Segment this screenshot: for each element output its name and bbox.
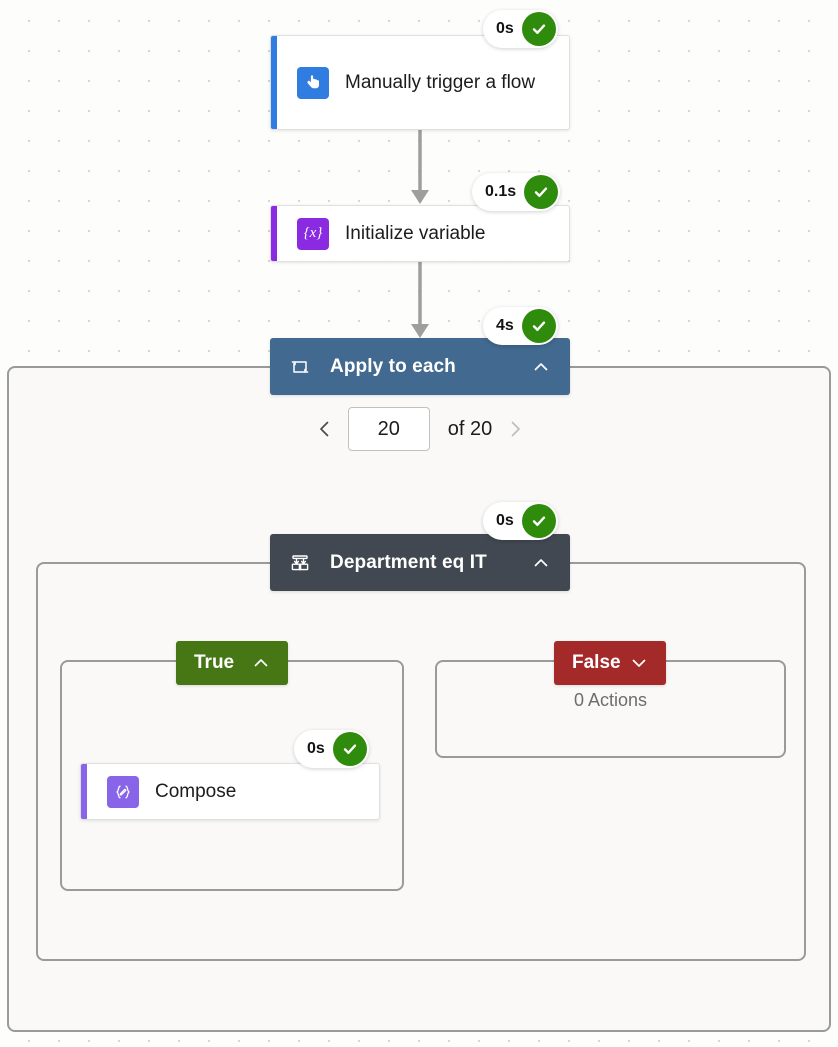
card-accent-bar (81, 764, 87, 819)
branch-label: True (194, 652, 235, 673)
branch-label: False (572, 652, 621, 673)
iteration-pager: 20 of 20 (300, 405, 540, 453)
hand-pointer-icon (297, 66, 329, 99)
chevron-up-icon[interactable] (530, 552, 552, 574)
duration-label: 0s (496, 512, 514, 529)
chevron-up-icon[interactable] (530, 356, 552, 378)
check-icon (521, 12, 556, 46)
status-badge: 0.1s (472, 173, 561, 211)
duration-label: 0s (496, 20, 514, 37)
status-badge: 0s (294, 730, 369, 768)
check-icon (524, 175, 559, 209)
scope-title: Department eq IT (330, 551, 487, 573)
duration-label: 4s (496, 317, 514, 334)
variable-braces-icon: {x} (297, 217, 329, 250)
duration-label: 0.1s (485, 183, 517, 200)
action-card-compose[interactable]: Compose (80, 763, 380, 820)
card-accent-bar (271, 206, 277, 261)
card-title: Manually trigger a flow (345, 71, 536, 93)
card-accent-bar (271, 36, 277, 129)
status-badge: 0s (483, 502, 558, 540)
false-branch-header[interactable]: False (554, 641, 666, 685)
condition-branch-icon (288, 551, 312, 575)
check-icon (521, 309, 556, 343)
card-title: Compose (155, 780, 237, 802)
true-branch-header[interactable]: True (176, 641, 288, 685)
page-total-label: of 20 (447, 417, 493, 440)
false-branch-empty-label: 0 Actions (573, 690, 648, 710)
chevron-left-icon[interactable] (310, 414, 340, 444)
chevron-right-icon[interactable] (500, 414, 530, 444)
status-badge: 4s (483, 307, 558, 345)
scope-title: Apply to each (330, 355, 456, 377)
apply-to-each-header[interactable]: Apply to each (270, 338, 570, 395)
chevron-down-icon[interactable] (628, 652, 650, 674)
status-badge: 0s (483, 10, 558, 48)
condition-header[interactable]: Department eq IT (270, 534, 570, 591)
card-title: Initialize variable (345, 222, 486, 244)
chevron-up-icon[interactable] (250, 652, 272, 674)
duration-label: 0s (307, 740, 325, 757)
loop-icon (288, 355, 312, 379)
page-number-input[interactable]: 20 (347, 407, 430, 451)
action-card-initialize-variable[interactable]: {x} Initialize variable (270, 205, 570, 262)
action-card-manually-trigger-a-flow[interactable]: Manually trigger a flow (270, 35, 570, 130)
check-icon (521, 504, 556, 538)
check-icon (332, 732, 367, 766)
compose-braces-icon (107, 775, 139, 808)
